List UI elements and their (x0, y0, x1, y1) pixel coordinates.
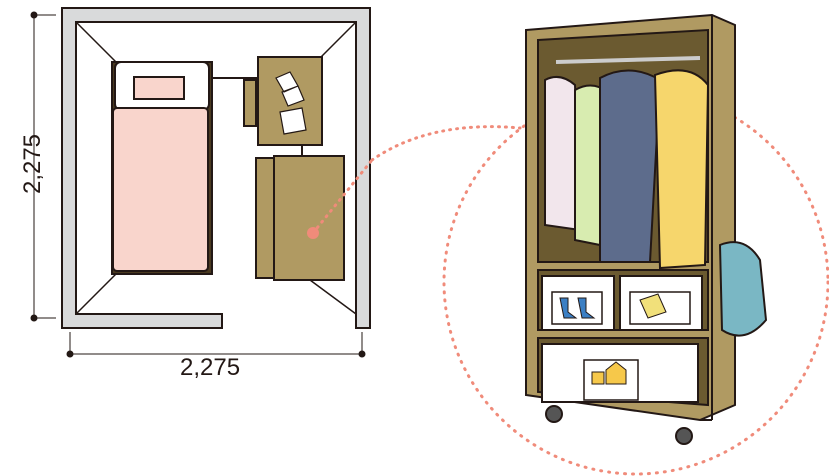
wardrobe-topview (255, 145, 345, 281)
dimension-lines (30, 11, 366, 358)
floor-plan (61, 7, 371, 329)
wardrobe-illustration (525, 13, 768, 445)
width-dimension-label: 2,275 (180, 354, 241, 381)
desk (212, 56, 323, 146)
height-dimension-label: 2,275 (19, 133, 46, 195)
bed (111, 61, 213, 275)
